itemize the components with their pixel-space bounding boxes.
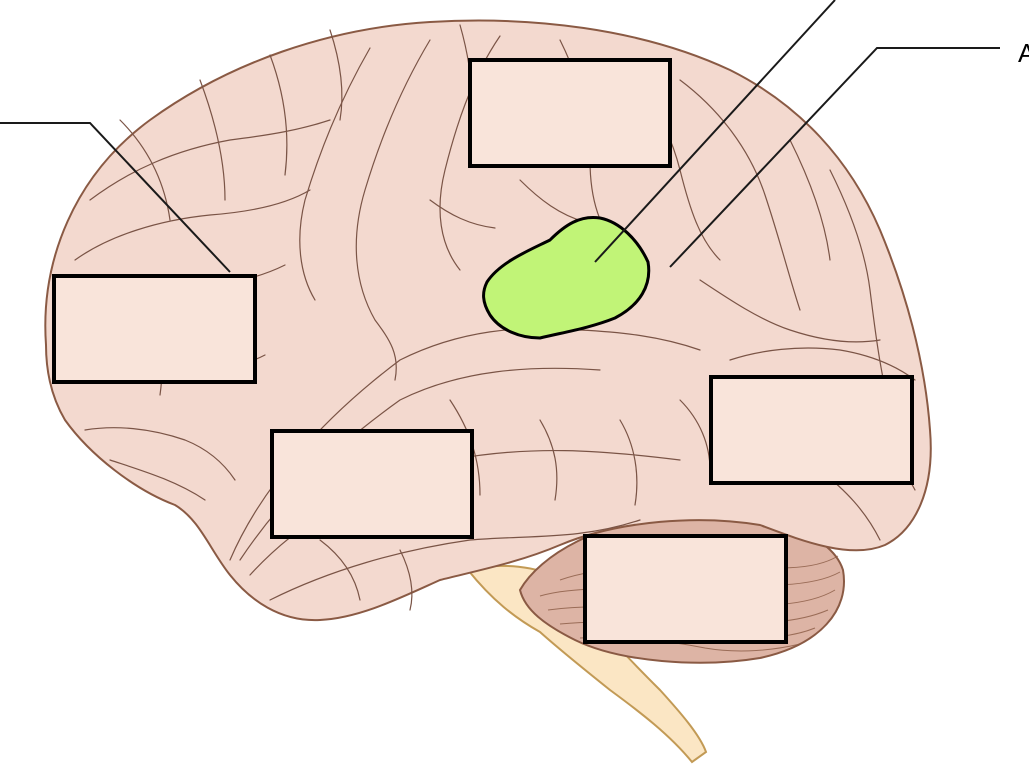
leader-line-a bbox=[669, 47, 1000, 268]
leader-lines bbox=[0, 0, 1000, 273]
label-box-right[interactable] bbox=[709, 375, 914, 485]
edge-label-a: A bbox=[1018, 38, 1029, 68]
label-box-bottom-left[interactable] bbox=[270, 429, 474, 539]
label-boxes bbox=[52, 58, 914, 644]
leader-line-left bbox=[0, 122, 231, 273]
leader-line-highlight bbox=[594, 0, 836, 263]
label-box-top-center[interactable] bbox=[468, 58, 672, 168]
label-box-left[interactable] bbox=[52, 274, 257, 384]
label-box-bottom-right[interactable] bbox=[583, 534, 788, 644]
